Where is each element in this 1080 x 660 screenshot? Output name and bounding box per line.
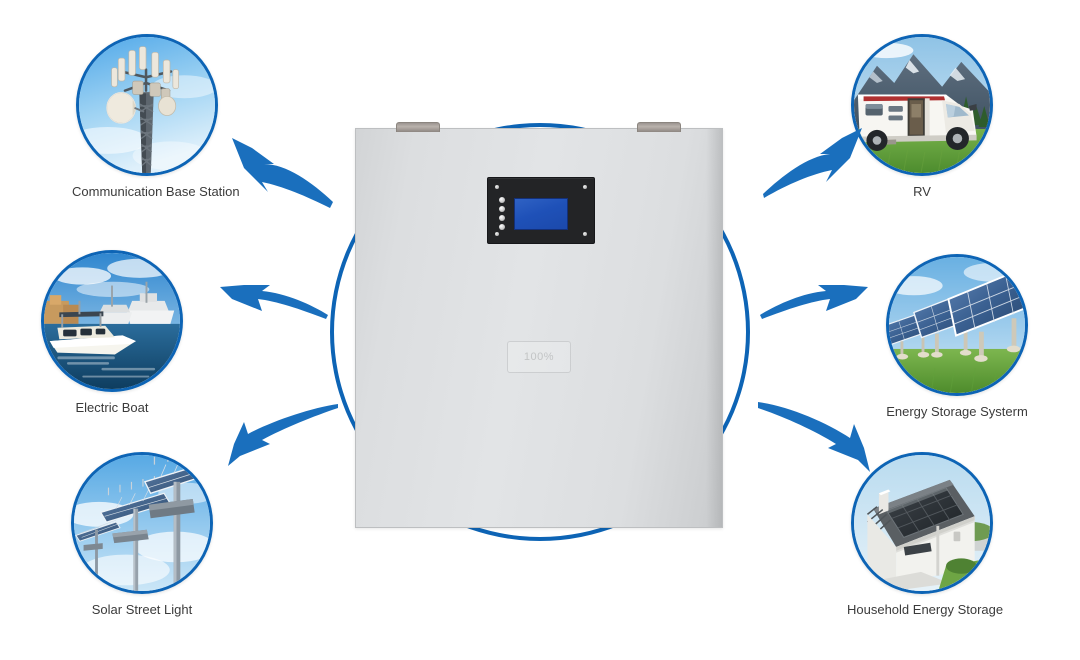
battery-storage-unit: 100% (355, 122, 723, 528)
energy-storage-system-image (886, 254, 1028, 396)
lcd-display[interactable] (514, 198, 568, 230)
application-label: RV (913, 184, 931, 199)
application-communication-base-station[interactable]: Communication Base Station (72, 34, 240, 200)
status-led-icon (499, 197, 505, 203)
rv-image (851, 34, 993, 176)
communication-base-station-image (76, 34, 218, 176)
handle-right-icon (637, 122, 681, 132)
arrow-to-solar-street-light (226, 402, 340, 470)
arrow-to-communication-base-station (222, 130, 334, 210)
connection-ring (330, 123, 750, 541)
application-label: Communication Base Station (72, 184, 240, 199)
arrow-to-rv (762, 122, 872, 200)
solar-street-light-image (71, 452, 213, 594)
application-electric-boat[interactable]: Electric Boat (37, 250, 187, 416)
status-led-group (499, 197, 505, 230)
logo-watermark: 100% (507, 341, 571, 373)
household-energy-storage-image (851, 452, 993, 594)
application-solar-street-light[interactable]: Solar Street Light (67, 452, 217, 618)
electric-boat-image (41, 250, 183, 392)
application-label: Household Energy Storage (847, 602, 1004, 617)
status-led-icon (499, 215, 505, 221)
arrow-to-energy-storage-system (760, 283, 870, 339)
screw-icon (495, 232, 499, 236)
handle-left-icon (396, 122, 440, 132)
control-panel[interactable] (487, 177, 595, 244)
application-energy-storage-system[interactable]: Energy Storage Systerm (882, 254, 1032, 420)
screw-icon (583, 232, 587, 236)
screw-icon (583, 185, 587, 189)
arrow-to-electric-boat (218, 283, 328, 339)
application-label: Solar Street Light (91, 602, 193, 617)
application-label: Electric Boat (75, 400, 149, 415)
application-rv[interactable]: RV (847, 34, 997, 200)
status-led-icon (499, 206, 505, 212)
status-led-icon (499, 224, 505, 230)
application-household-energy-storage[interactable]: Household Energy Storage (847, 452, 1004, 618)
screw-icon (495, 185, 499, 189)
application-label: Energy Storage Systerm (886, 404, 1028, 419)
arrow-to-household-energy-storage (756, 400, 876, 478)
